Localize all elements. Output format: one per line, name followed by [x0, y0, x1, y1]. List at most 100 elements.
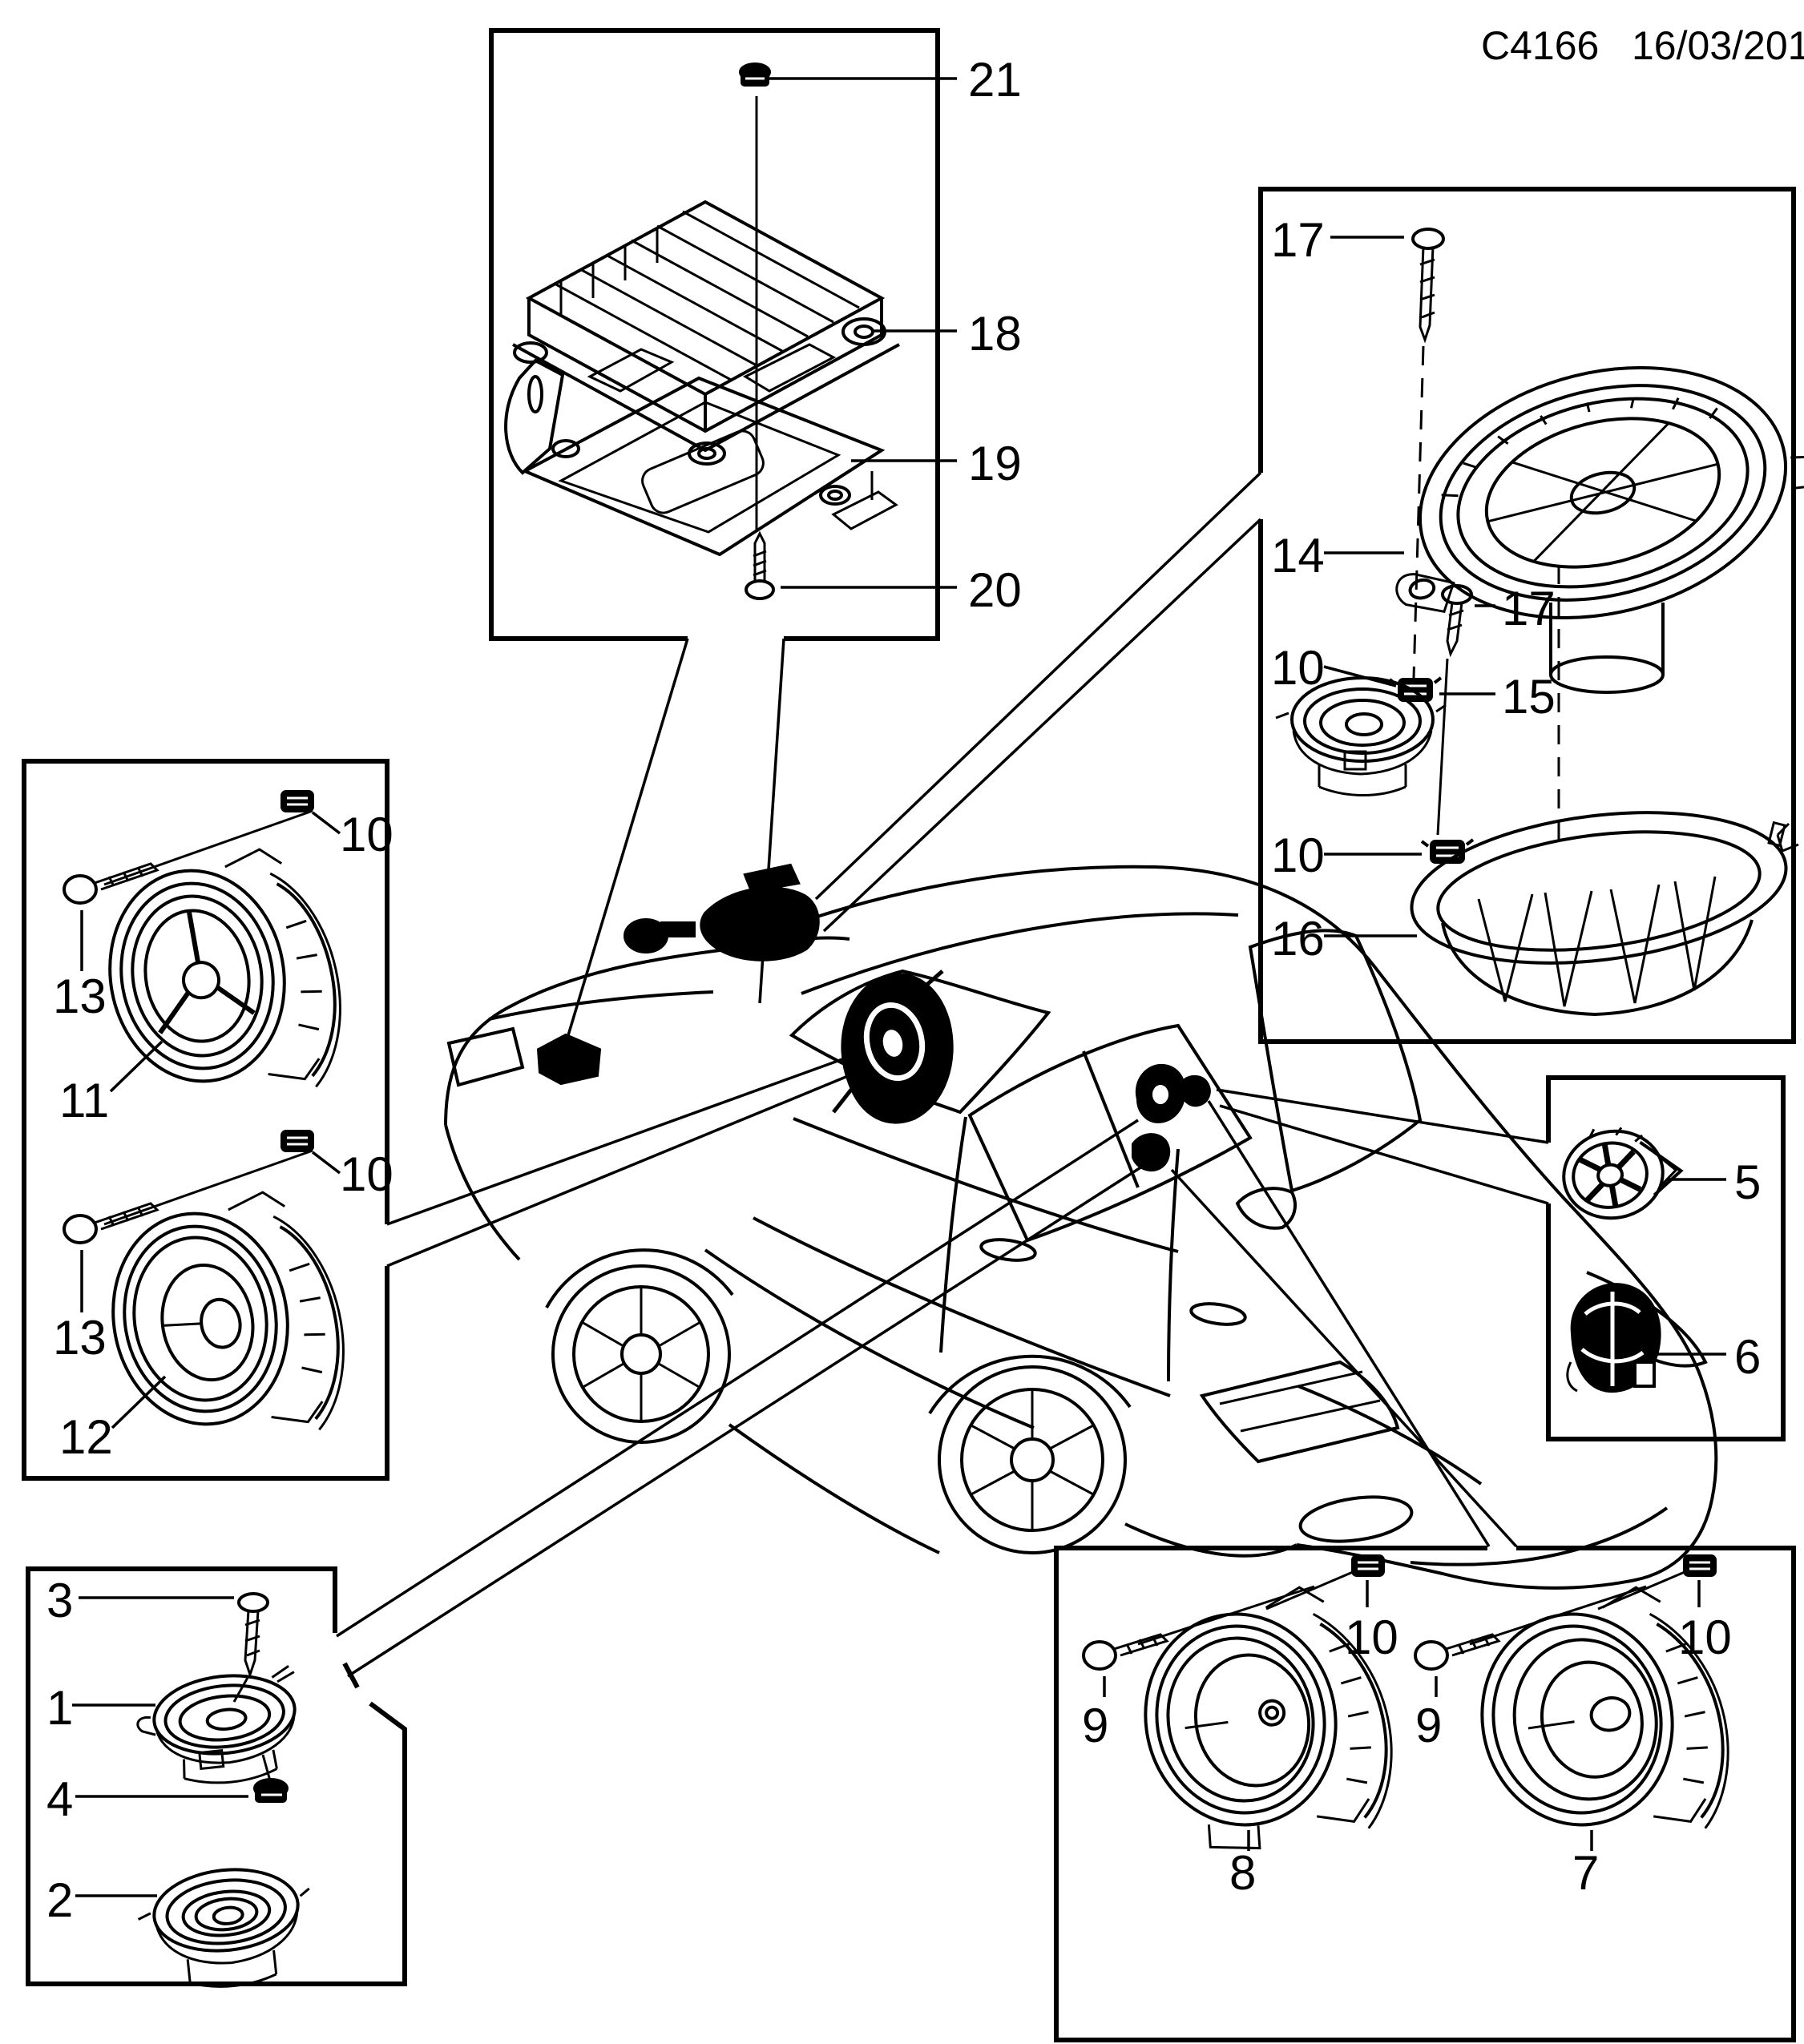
callout-14: 14	[1271, 529, 1325, 583]
callout-15: 15	[1502, 670, 1556, 724]
leader-lines	[72, 77, 1726, 1897]
callout-11: 11	[59, 1074, 109, 1127]
panel-box-amplifier	[489, 28, 940, 641]
front-mid-group	[136, 1592, 310, 1988]
callout-10: 10	[1678, 1611, 1732, 1664]
callout-20: 20	[968, 563, 1022, 617]
tweeter-6	[1566, 1283, 1661, 1393]
rear-shelf-group	[1275, 228, 1804, 1017]
figure-date: 16/03/2010	[1632, 23, 1804, 68]
car-grille-line	[1410, 1506, 1669, 1566]
callout-13: 13	[53, 1311, 107, 1365]
bracket-19	[504, 348, 898, 557]
car-rear-lamp	[446, 1026, 525, 1087]
funnel-ampbox-left	[564, 638, 689, 1044]
funnel-box56-a	[1216, 1088, 1549, 1144]
callout-6: 6	[1734, 1330, 1761, 1384]
axis-screw13-top	[103, 809, 313, 886]
screw-9-right	[1414, 1633, 1501, 1671]
funnel-box56-b	[1219, 1104, 1549, 1205]
callout-10: 10	[1271, 828, 1325, 882]
car-side-mirror	[1235, 1187, 1297, 1230]
leader-10-left-bot	[311, 1151, 341, 1175]
car-b-pillar	[1082, 1050, 1140, 1188]
car-headlight-detail	[1219, 1370, 1381, 1433]
speaker-14-magnet-base	[1549, 655, 1665, 694]
door-woofer-group	[1082, 1554, 1729, 1850]
callout-19: 19	[968, 437, 1022, 490]
nut-4	[253, 1778, 289, 1803]
callout-16: 16	[1271, 912, 1325, 966]
screw-3	[237, 1592, 269, 1679]
tweeter-group	[1562, 1127, 1684, 1393]
car-illustration	[444, 863, 1718, 1590]
axis-screw17b	[1436, 658, 1449, 836]
callout-8: 8	[1229, 1846, 1256, 1900]
car-rear-door-line	[939, 1116, 967, 1353]
clip-10-left-top	[280, 790, 314, 812]
nut-21	[739, 62, 771, 87]
speaker-1	[136, 1665, 297, 1784]
speaker-11	[108, 848, 341, 1088]
clip-10a	[1388, 676, 1443, 702]
axis-nut4	[261, 1754, 272, 1784]
funnel-ampbox-right	[758, 638, 785, 1004]
car-side-window	[967, 1023, 1253, 1243]
car-front-wheel	[938, 1365, 1127, 1554]
amplifier-group	[504, 62, 900, 600]
callout-9: 9	[1082, 1699, 1108, 1752]
car-amplifier-location	[536, 1033, 602, 1086]
callout-17: 17	[1271, 213, 1325, 267]
car-roofline-inner	[801, 912, 1239, 995]
panel-box-door-woofers	[1054, 1546, 1796, 2042]
leader-12	[111, 1375, 167, 1429]
panel-box-tweeters	[1546, 1075, 1786, 1441]
axis-9-l	[1137, 1585, 1315, 1646]
callout-3: 3	[46, 1574, 73, 1627]
funnel-blbox-a	[336, 1119, 1139, 1638]
car-rear-wheel-arch	[545, 1248, 734, 1308]
callout-12: 12	[59, 1410, 113, 1464]
car-crease-line	[753, 1216, 1171, 1397]
car-beltline	[793, 1117, 1179, 1253]
callout-labels: 2118192017141017151016561013111013123142…	[46, 53, 1761, 1927]
tweeter-5	[1562, 1127, 1684, 1220]
axis-screw17a	[1412, 345, 1425, 679]
speaker-12	[111, 1191, 345, 1431]
axis-screw13-bot	[103, 1149, 313, 1226]
car-body-outline	[444, 865, 1718, 1501]
callout-10: 10	[340, 1147, 393, 1201]
axis-9-r	[1469, 1585, 1647, 1646]
leader-10a	[1323, 665, 1397, 687]
funnel-rightbox-b	[822, 518, 1262, 933]
car-underside	[728, 1423, 1298, 1558]
funnel-brbox-b	[1170, 1168, 1518, 1548]
funnel-leftbox-a	[386, 1054, 852, 1226]
panel-box-rear-shelf	[1258, 187, 1796, 1044]
clip-10-br-left	[1351, 1554, 1385, 1577]
speaker-7	[1480, 1586, 1729, 1829]
car-door-handle-rear	[979, 1238, 1037, 1262]
screw-20	[745, 530, 775, 600]
clipline-br-l	[1265, 1570, 1354, 1611]
car-rear-lower	[444, 1124, 521, 1261]
callout-4: 4	[46, 1772, 73, 1826]
funnel-leftbox-b	[386, 1070, 858, 1268]
car-rocker-line	[704, 1248, 1035, 1429]
car-door-handle-front	[1189, 1302, 1247, 1326]
callout-5: 5	[1734, 1155, 1761, 1209]
car-trunk-cut	[488, 990, 714, 1021]
speaker-8	[1144, 1586, 1393, 1850]
callout-17: 17	[1502, 582, 1556, 635]
funnel-brbox-a	[1207, 1100, 1491, 1547]
car-shelf-speaker-location	[624, 863, 820, 962]
clipline-br-r	[1597, 1570, 1685, 1611]
funnel-rightbox-a	[814, 471, 1262, 901]
panel-box-rear-speakers	[22, 759, 389, 1481]
car-rear-shelf-side-speaker	[832, 970, 954, 1124]
callout-18: 18	[968, 307, 1022, 361]
amplifier-18	[512, 200, 900, 466]
rear-speaker-group	[63, 790, 345, 1431]
